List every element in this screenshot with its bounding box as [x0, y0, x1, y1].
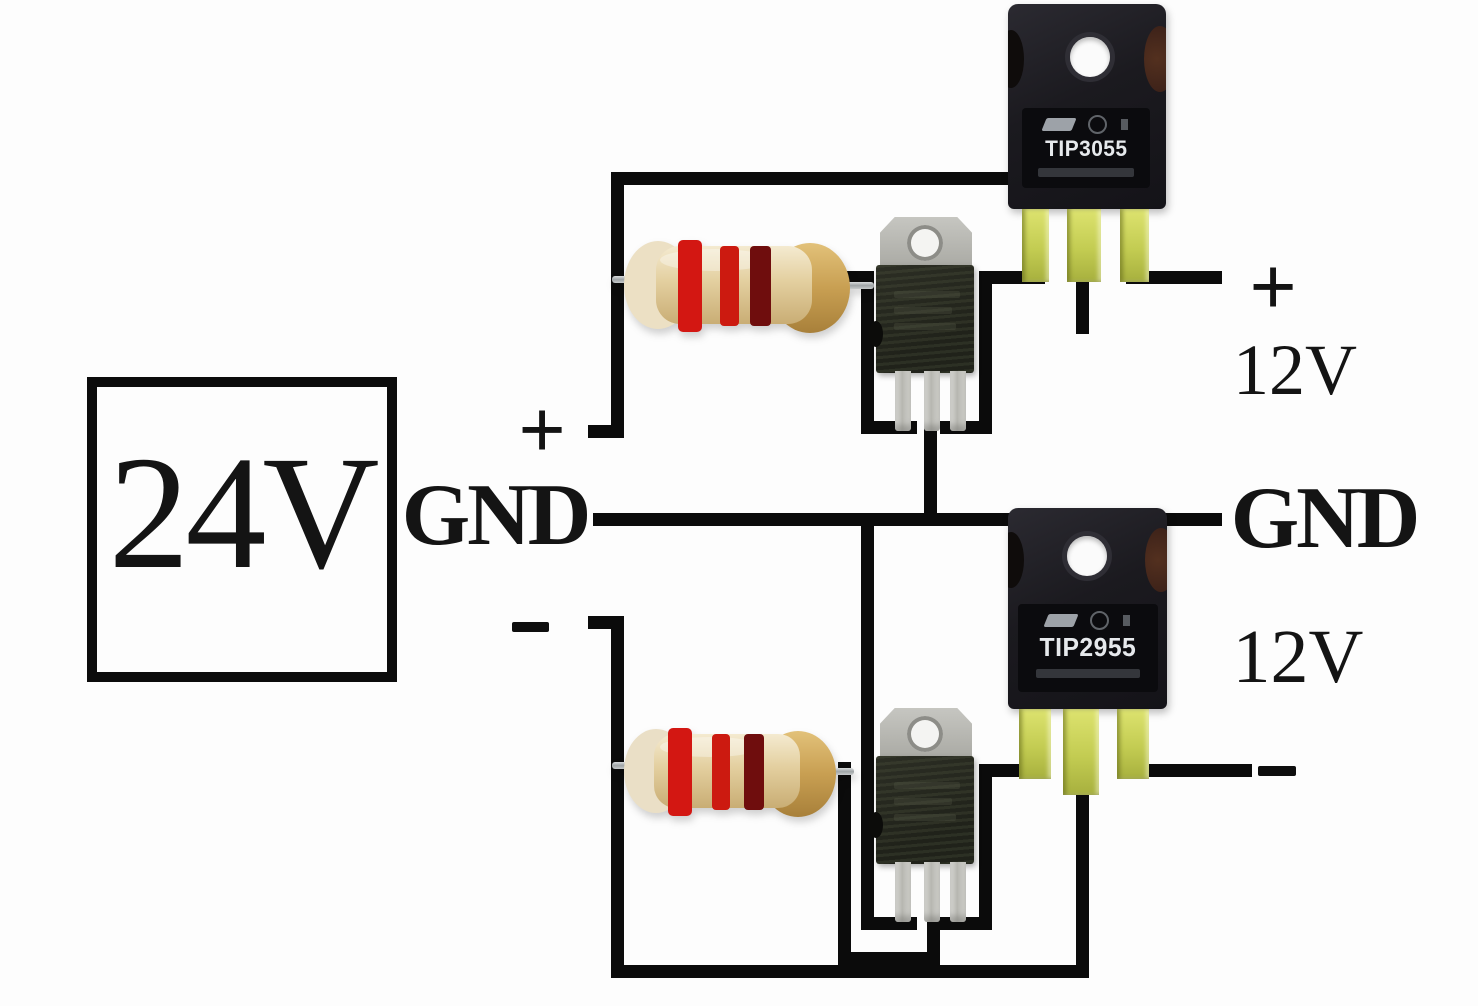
- band-2: [712, 734, 730, 810]
- label-output-bottom-voltage: 12V: [1232, 614, 1364, 699]
- tip2955-package: TIP2955: [1008, 508, 1167, 709]
- transistor-tip3055: TIP3055: [1006, 2, 1168, 342]
- package-notch-left: [1008, 30, 1024, 88]
- wire-res2-lead-drop: [838, 762, 851, 965]
- regulator-leg-output: [950, 371, 966, 431]
- tip2955-leg-base: [1019, 709, 1051, 779]
- wire-reg1-gnd-drop: [924, 425, 937, 525]
- package-notch-right: [1145, 528, 1167, 592]
- tip2955-label-plate: TIP2955: [1018, 604, 1158, 692]
- marking-smudge: [894, 307, 952, 314]
- tip3055-leg-base: [1022, 209, 1049, 282]
- date-code-bar: [1038, 168, 1134, 177]
- wire-reg1-left: [861, 271, 874, 434]
- band-3: [750, 246, 771, 326]
- lot-mark-icon: [1121, 118, 1128, 130]
- resistor-bottom: [610, 716, 856, 828]
- st-logo-row: [1043, 610, 1130, 630]
- regulator-top: [866, 215, 978, 435]
- wire-24v-plus-riser: [611, 172, 624, 438]
- wire-tip2-output: [1126, 764, 1252, 777]
- label-output-bottom-minus: [1258, 766, 1296, 776]
- transistor-part-number: TIP2955: [1039, 632, 1137, 662]
- label-input-plus: +: [518, 383, 566, 477]
- regulator-bottom: [866, 706, 978, 926]
- cert-mark-icon: [1088, 114, 1107, 134]
- st-logo-row: [1041, 114, 1128, 134]
- regulator-leg-input: [895, 371, 911, 431]
- transistor-part-number: TIP3055: [1044, 136, 1128, 161]
- regulator-body: [876, 756, 974, 864]
- power-source-label: 24V: [108, 423, 380, 603]
- cert-mark-icon: [1090, 610, 1109, 630]
- wire-res2-to-reg2-base: [838, 952, 940, 965]
- tip2955-leg-emitter: [1117, 709, 1149, 779]
- marking-smudge: [894, 798, 952, 805]
- st-logo-icon: [1041, 117, 1077, 131]
- lot-mark-icon: [1123, 614, 1130, 626]
- wire-tip1-base-stub: [1076, 274, 1089, 334]
- wire-tip2-base-drop: [1076, 776, 1089, 978]
- tip3055-package: TIP3055: [1008, 4, 1166, 209]
- package-notch-left: [1008, 532, 1024, 588]
- marking-smudge: [894, 323, 956, 330]
- regulator-body: [876, 265, 974, 373]
- label-output-top-plus: +: [1249, 240, 1297, 334]
- regulator-leg-output: [950, 862, 966, 922]
- marking-smudge: [894, 782, 960, 789]
- date-code-bar: [1036, 669, 1140, 678]
- marking-smudge: [894, 814, 956, 821]
- st-logo-icon: [1043, 613, 1079, 627]
- label-input-gnd: GND: [401, 466, 592, 564]
- wire-reg2-right: [979, 764, 992, 930]
- package-notch-right: [1144, 26, 1166, 92]
- mounting-hole: [1067, 536, 1107, 576]
- wire-bottom-rail: [611, 965, 1089, 978]
- label-output-gnd: GND: [1230, 469, 1421, 567]
- power-source-box: 24V: [87, 377, 397, 682]
- tip2955-leg-collector: [1063, 709, 1099, 795]
- mounting-hole: [907, 225, 943, 261]
- wire-24v-minus-riser: [611, 616, 624, 978]
- transistor-tip2955: TIP2955: [1006, 506, 1168, 806]
- mounting-hole: [1070, 37, 1110, 77]
- resistor-top: [610, 228, 876, 344]
- wire-tip1-output: [1126, 271, 1222, 284]
- regulator-leg-ground: [924, 862, 940, 922]
- body-side-notch: [869, 812, 883, 838]
- tip3055-leg-emitter: [1120, 209, 1149, 282]
- wire-top-rail: [611, 172, 1011, 185]
- regulator-leg-ground: [924, 371, 940, 431]
- tip3055-leg-collector: [1067, 209, 1101, 282]
- mounting-hole: [907, 716, 943, 752]
- band-1: [678, 240, 702, 332]
- tip3055-label-plate: TIP3055: [1022, 108, 1150, 188]
- wire-reg1-right: [979, 271, 992, 434]
- marking-smudge: [894, 291, 960, 298]
- band-3: [744, 734, 764, 810]
- band-2: [720, 246, 739, 326]
- label-input-minus: [512, 622, 549, 632]
- band-1: [668, 728, 692, 816]
- body-side-notch: [869, 321, 883, 347]
- label-output-top-voltage: 12V: [1233, 329, 1357, 410]
- regulator-leg-input: [895, 862, 911, 922]
